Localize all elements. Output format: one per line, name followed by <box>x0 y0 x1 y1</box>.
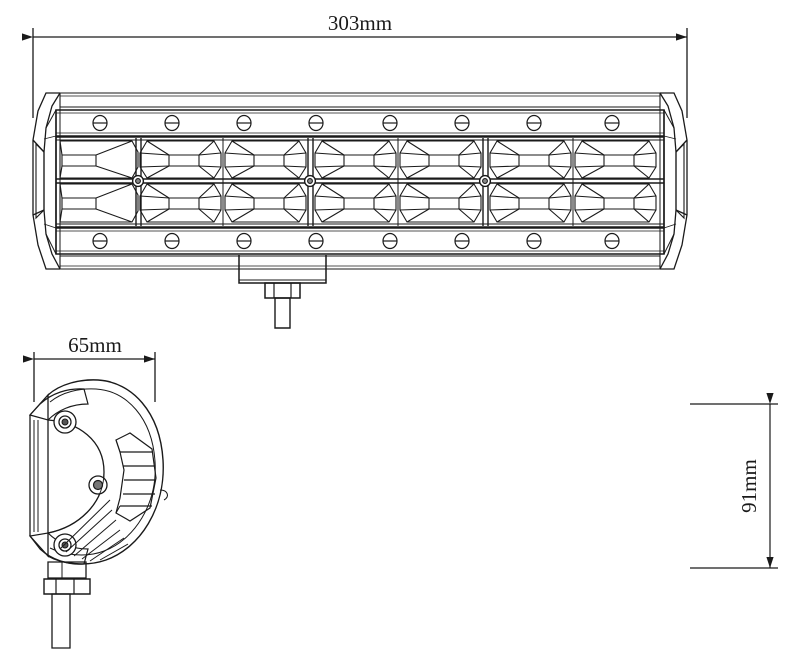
right-end-bracket <box>659 92 688 270</box>
screw-bottom-3 <box>236 232 252 250</box>
screw-top-1 <box>92 114 108 132</box>
dimension-width-65mm <box>23 352 156 402</box>
mid-screw-2 <box>303 174 317 188</box>
heatsink-fins <box>115 432 157 522</box>
screw-top-6 <box>454 114 470 132</box>
screw-top-7 <box>526 114 542 132</box>
screw-bottom-5 <box>382 232 398 250</box>
bolt-hole-top <box>53 410 77 434</box>
screw-bottom-4 <box>308 232 324 250</box>
led-row-top <box>59 140 657 179</box>
wire-hook <box>159 489 169 501</box>
mounting-stud <box>274 297 291 329</box>
screw-bottom-2 <box>164 232 180 250</box>
dimension-height-91mm <box>690 393 778 569</box>
screw-bottom-7 <box>526 232 542 250</box>
mid-screw-1 <box>131 174 145 188</box>
led-row-bottom <box>59 183 657 223</box>
left-end-bracket <box>32 92 61 270</box>
led-cell-r1c7 <box>574 140 657 179</box>
led-cell-r2c4 <box>314 183 397 223</box>
screw-bottom-8 <box>604 232 620 250</box>
led-cell-r2c6 <box>489 183 572 223</box>
led-cell-r1c2 <box>139 140 222 179</box>
screw-top-4 <box>308 114 324 132</box>
top-strip <box>59 92 661 108</box>
led-cell-r2c7 <box>574 183 657 223</box>
screw-top-5 <box>382 114 398 132</box>
module-dividers <box>135 138 574 226</box>
screw-top-3 <box>236 114 252 132</box>
screw-bottom-6 <box>454 232 470 250</box>
bottom-strip <box>59 255 661 270</box>
led-cell-r1c6 <box>489 140 572 179</box>
led-cell-r1c3 <box>224 140 307 179</box>
vane-detail <box>47 471 129 562</box>
screw-bottom-1 <box>92 232 108 250</box>
side-view-left <box>28 379 169 649</box>
bolt-hole-middle <box>88 475 108 495</box>
screw-top-2 <box>164 114 180 132</box>
bottom-screw-row <box>92 232 620 250</box>
bolt-hole-bottom <box>53 533 77 557</box>
screw-top-8 <box>604 114 620 132</box>
top-screw-row <box>92 114 620 132</box>
dimension-label-height: 91mm <box>737 459 761 513</box>
dimension-length-303mm <box>22 28 688 118</box>
module-divider-5 <box>222 138 399 226</box>
hex-nut <box>264 282 301 299</box>
dimension-label-length: 303mm <box>328 11 392 35</box>
bottom-screw-rail <box>55 227 665 255</box>
mid-screw-3 <box>478 174 492 188</box>
mid-rail-screw-row <box>131 174 492 188</box>
mounting-stud-left <box>43 561 91 649</box>
front-view <box>32 92 688 329</box>
dimension-label-width: 65mm <box>68 333 122 357</box>
led-cell-r1c1 <box>59 140 139 179</box>
top-screw-rail <box>55 109 665 137</box>
led-cell-r1c4 <box>314 140 397 179</box>
mounting-bracket <box>238 255 327 329</box>
led-cell-r2c5 <box>399 183 482 223</box>
led-cell-r2c2 <box>139 183 222 223</box>
led-cell-r2c3 <box>224 183 307 223</box>
led-cell-r1c5 <box>399 140 482 179</box>
led-cell-r2c1 <box>59 183 139 223</box>
